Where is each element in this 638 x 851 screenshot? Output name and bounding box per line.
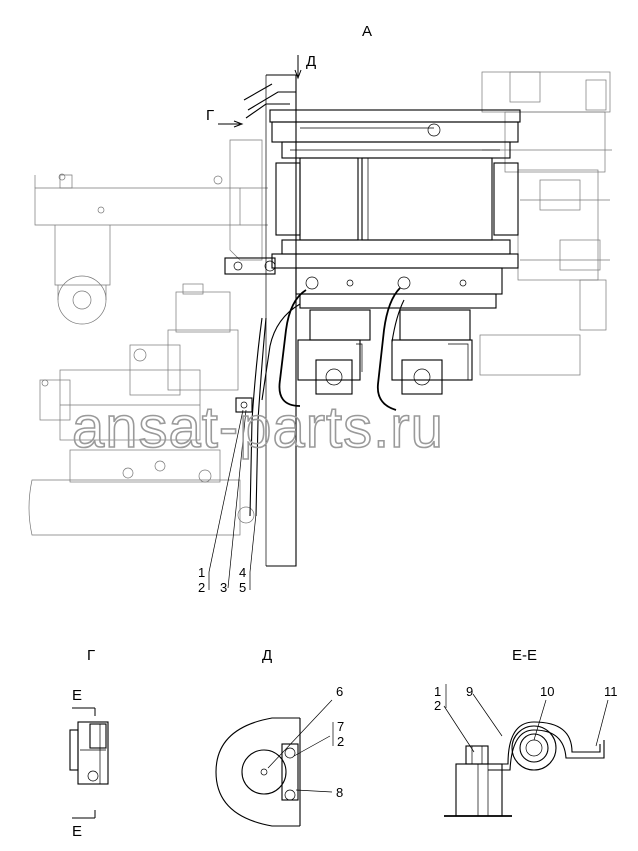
pump-right — [391, 309, 473, 395]
section-callout-10: 10 — [540, 684, 554, 699]
pipe-clip — [235, 397, 253, 413]
callout-1: 1 — [198, 565, 205, 580]
background-engine — [28, 283, 255, 536]
view-g-arrow: Г — [206, 107, 244, 128]
view-g-e-bottom-label: Е — [72, 823, 82, 840]
callout-3: 3 — [220, 580, 227, 595]
pump-left — [297, 309, 371, 395]
section-ee-detail — [443, 684, 609, 817]
callout-5: 5 — [239, 580, 246, 595]
view-d-callout-8: 8 — [336, 785, 343, 800]
view-g-arrow-label: Г — [206, 107, 214, 124]
section-callout-9: 9 — [466, 684, 473, 699]
view-d-callout-6: 6 — [336, 684, 343, 699]
view-d-title: Д — [262, 647, 272, 664]
callout-4: 4 — [239, 565, 246, 580]
background-frame-right — [479, 71, 612, 376]
watermark: ansat-parts.ru — [72, 395, 444, 460]
main-view-title: А — [362, 23, 372, 40]
fuel-pipes — [249, 287, 405, 517]
main-callout-leaders — [208, 409, 257, 590]
background-frame-left — [34, 139, 268, 325]
section-ee-title: Е-Е — [512, 647, 537, 664]
view-d-callout-2: 2 — [337, 734, 344, 749]
view-g-clip — [69, 721, 109, 785]
filter-frame — [243, 83, 521, 269]
view-d-bracket — [215, 699, 334, 827]
section-callout-11: 11 — [604, 684, 618, 699]
view-g-arrow-e-bottom: Е — [72, 810, 96, 840]
section-callout-2: 2 — [434, 698, 441, 713]
fitting-bar — [224, 257, 503, 309]
callout-2: 2 — [198, 580, 205, 595]
view-g-title: Г — [87, 647, 95, 664]
view-d-arrow: Д — [294, 53, 316, 80]
view-d-arrow-label: Д — [306, 53, 316, 70]
view-g-e-top-label: Е — [72, 687, 82, 704]
view-d-callout-7: 7 — [337, 719, 344, 734]
view-g-arrow-e-top: Е — [72, 687, 96, 716]
section-callout-1: 1 — [434, 684, 441, 699]
